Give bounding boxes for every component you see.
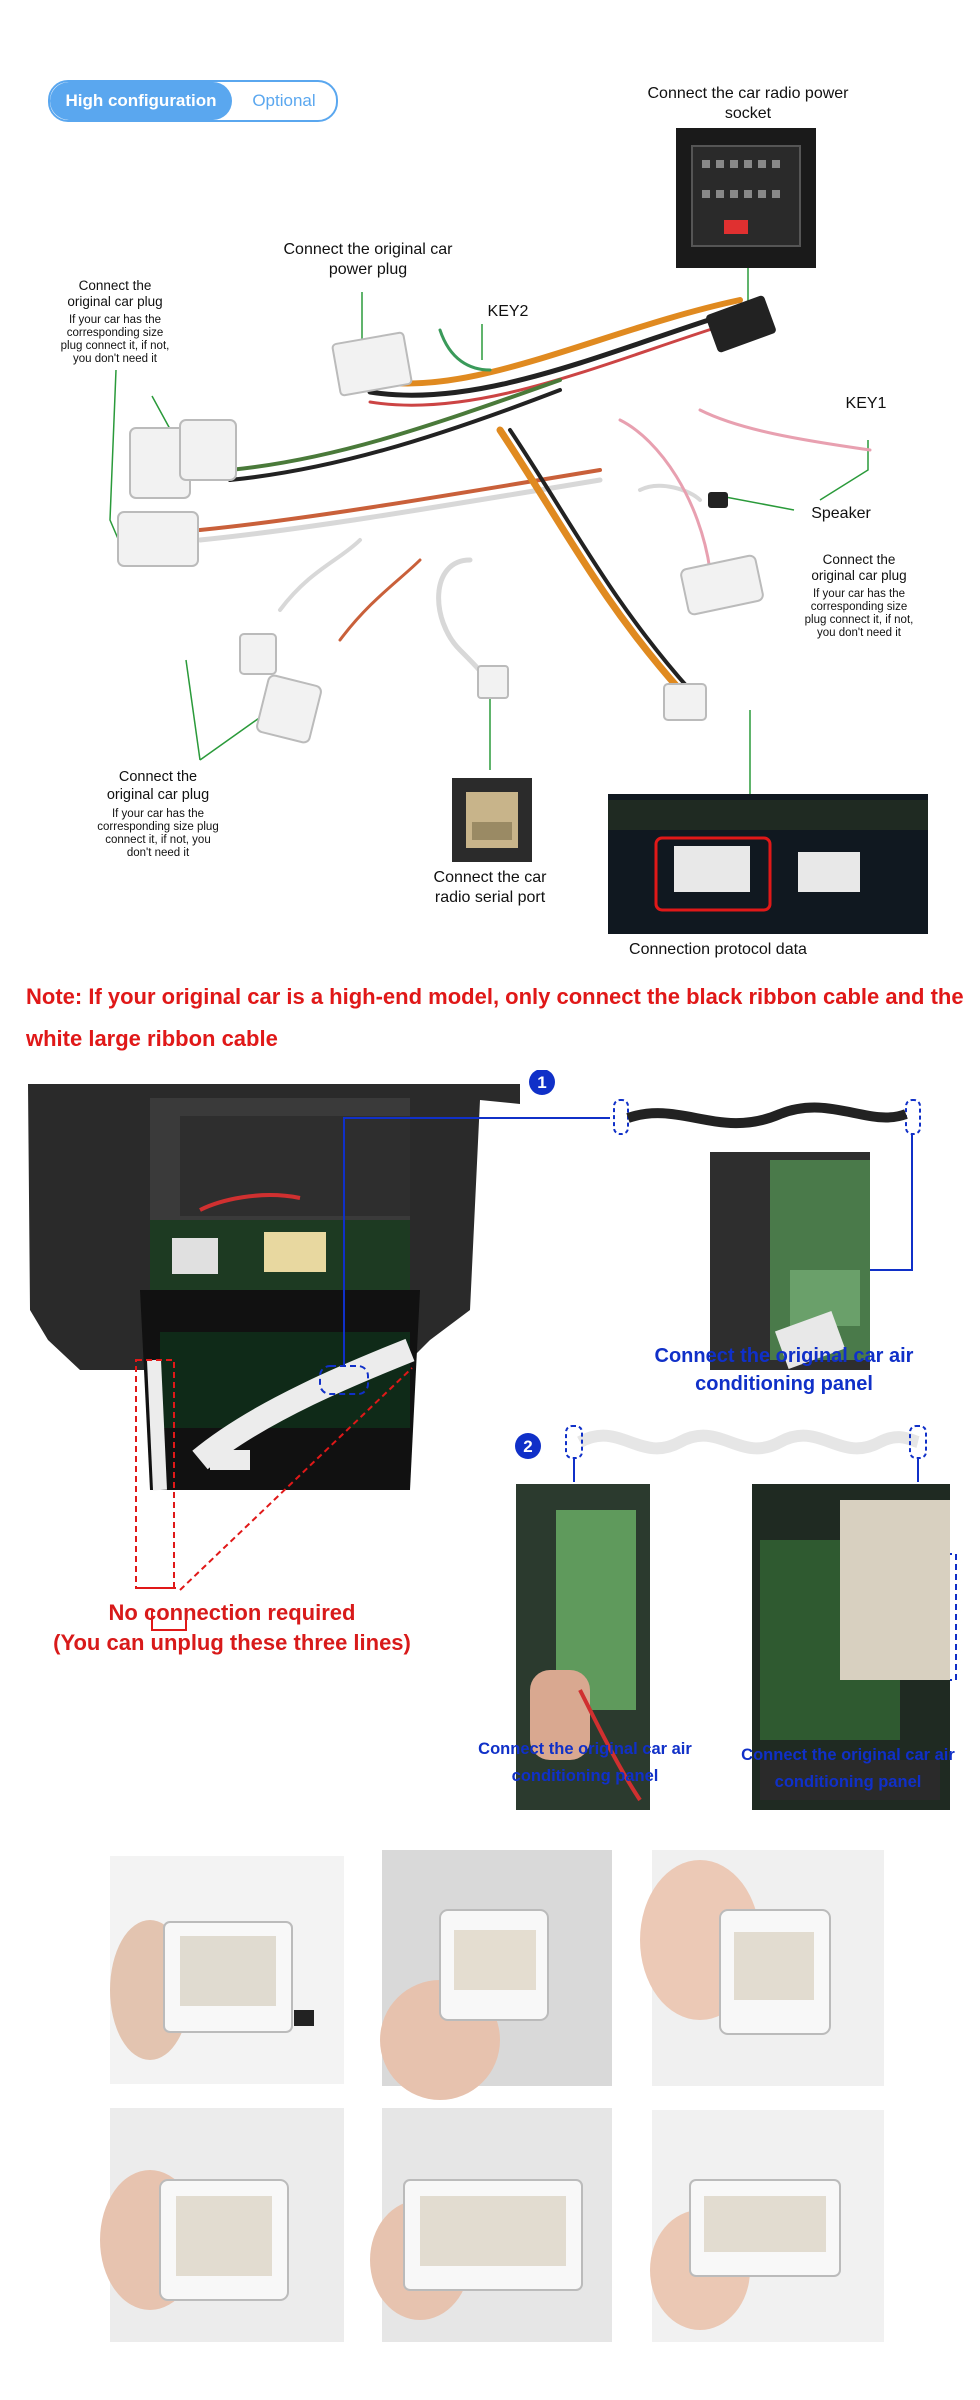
gallery-photo-5 [370, 2108, 612, 2342]
radio-frame [28, 1084, 520, 1491]
left-plug-label: Connect the original car plug If your ca… [60, 278, 170, 366]
step2-right-label: Connect the original car air conditionin… [741, 1746, 955, 1791]
gallery-photo-4 [100, 2108, 344, 2342]
bottom-plug-label: Connect the original car plug If your ca… [94, 768, 222, 860]
right-plug-label: Connect the original car plug If your ca… [800, 552, 918, 640]
right-plug-connector [680, 554, 764, 616]
right-plug-title: Connect the original car plug [811, 552, 907, 583]
wiring-harness-diagram [109, 128, 928, 934]
left-plug-note: If your car has the corresponding size p… [60, 314, 170, 365]
no-connection-label: No connection required (You can unplug t… [42, 1598, 422, 1658]
protocol-label: Connection protocol data [629, 941, 807, 958]
radio-power-label: Connect the car radio power socket [647, 85, 849, 122]
step2-photo-left [516, 1484, 650, 1810]
power-plug-connector [331, 331, 413, 397]
left-plug-connector-b [117, 511, 199, 567]
config-toggle[interactable]: High configuration Optional [48, 80, 338, 122]
bottom-plug-title: Connect the original car plug [106, 769, 210, 803]
gallery-photo-3 [640, 1850, 884, 2086]
protocol-photo [608, 794, 928, 934]
note-text: Note: If your original car is a high-end… [26, 984, 964, 1051]
left-plug-title: Connect the original car plug [67, 278, 163, 309]
step1-photo [710, 1152, 870, 1370]
high-configuration-tab[interactable]: High configuration [50, 82, 232, 120]
key2-label: KEY2 [487, 303, 529, 320]
step2-photo-right [752, 1484, 950, 1810]
step-1-badge: 1 [529, 1070, 555, 1095]
step2-left-label: Connect the original car air conditionin… [478, 1740, 692, 1785]
gallery-photo-2 [380, 1850, 612, 2100]
radio-socket-photo [676, 128, 816, 268]
bottom-plug-note: If your car has the corresponding size p… [97, 808, 219, 859]
small-plug-connector [239, 633, 277, 675]
gallery-photo-6 [650, 2110, 884, 2342]
no-connection-title: No connection required [108, 1600, 356, 1625]
key1-label: KEY1 [845, 395, 887, 412]
installation-diagram: 1 2 [28, 1070, 957, 1810]
no-connection-subtitle: (You can unplug these three lines) [53, 1630, 411, 1655]
optional-tab[interactable]: Optional [252, 91, 316, 110]
serial-port-photo [452, 778, 532, 862]
serial-port-label: Connect the car radio serial port [433, 869, 547, 906]
right-plug-note: If your car has the corresponding size p… [804, 588, 914, 639]
svg-text:2: 2 [523, 1437, 532, 1456]
power-plug-label: Connect the original car power plug [283, 241, 453, 278]
step-2-badge: 2 [515, 1433, 541, 1459]
step1-label: Connect the original car air conditionin… [654, 1345, 914, 1395]
svg-text:1: 1 [537, 1073, 546, 1092]
speaker-label: Speaker [811, 505, 871, 522]
speaker-connector [708, 492, 728, 508]
connector-photo-gallery [100, 1850, 884, 2342]
gallery-photo-1 [110, 1856, 344, 2084]
